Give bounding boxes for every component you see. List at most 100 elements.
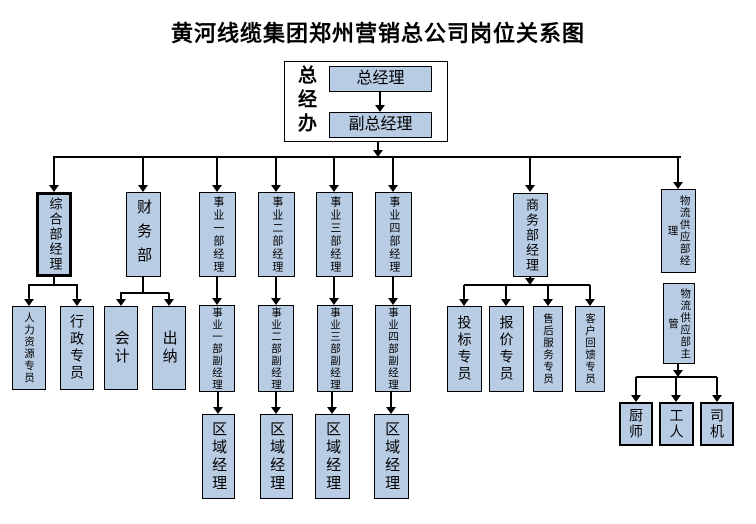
node-customer-feedback-specialist-label: 客户回馈专员	[584, 313, 597, 385]
connector-bu1-deputy-arrowhead	[212, 298, 222, 305]
node-accountant[interactable]: 会计	[104, 306, 138, 390]
node-cook[interactable]: 厨师	[619, 402, 653, 446]
node-deputy-general-manager[interactable]: 副总经理	[329, 112, 432, 138]
node-business-unit-2-manager[interactable]: 事业二部经理	[258, 192, 295, 277]
connector-logistics-worker-drop	[675, 377, 677, 395]
connector-commerce-drop-1-arrowhead	[459, 299, 469, 306]
connector-logistics-worker-arrowhead	[671, 395, 681, 402]
node-hr-specialist[interactable]: 人力资源专员	[12, 306, 46, 390]
node-logistics-dept-manager-label: 物流供应部经理	[666, 195, 691, 267]
connector-drop-bu1	[216, 157, 218, 185]
node-aftersales-specialist[interactable]: 售后服务专员	[533, 306, 563, 392]
connector-logistics-driver-drop	[716, 377, 718, 395]
node-finance-dept[interactable]: 财务部	[126, 192, 161, 277]
node-commerce-dept-manager[interactable]: 商务部经理	[513, 193, 548, 277]
connector-drop-bu2	[275, 157, 277, 185]
node-business-unit-1-manager[interactable]: 事业一部经理	[199, 192, 236, 277]
connector-commerce-drop-2	[505, 285, 507, 299]
node-regional-manager-2[interactable]: 区域经理	[260, 414, 293, 499]
node-deputy-general-manager-label: 副总经理	[348, 115, 413, 133]
connector-commerce-drop-3	[547, 285, 549, 299]
node-commerce-dept-manager-label: 商务部经理	[523, 197, 539, 273]
node-quotation-specialist-label: 报价专员	[498, 315, 515, 383]
connector-drop-bu2-arrowhead	[271, 185, 281, 192]
node-finance-dept-label: 财务部	[135, 198, 153, 271]
connector-admin-hr-drop	[28, 285, 30, 299]
node-regional-manager-1-label: 区域经理	[210, 420, 228, 493]
connector-bu4-regional-drop	[390, 392, 392, 407]
connector-logistics-driver-arrowhead	[712, 395, 722, 402]
connector-bu3-regional-drop	[331, 392, 333, 407]
executive-office-label: 总经办	[295, 65, 316, 137]
node-admin-dept-manager[interactable]: 综合部经理	[36, 192, 72, 277]
connector-commerce-drop-4	[589, 285, 591, 299]
connector-drop-bu4	[392, 157, 394, 185]
node-business-unit-4-manager-label: 事业四部经理	[387, 195, 400, 274]
node-worker[interactable]: 工人	[659, 402, 694, 446]
connector-admin-adm-drop	[76, 285, 78, 299]
connector-drop-logistics-arrowhead	[673, 182, 683, 189]
connector-drop-bu3-arrowhead	[329, 185, 339, 192]
node-hr-specialist-label: 人力资源专员	[23, 312, 36, 384]
node-business-unit-3-manager[interactable]: 事业三部经理	[316, 192, 353, 277]
node-regional-manager-3-label: 区域经理	[324, 420, 342, 493]
connector-bu2-regional-arrowhead	[271, 407, 281, 414]
connector-commerce-branch-rail	[464, 284, 590, 286]
node-bidding-specialist[interactable]: 投标专员	[447, 306, 482, 392]
node-business-unit-4-deputy-manager[interactable]: 事业四部副经理	[375, 305, 411, 392]
connector-drop-bu3	[333, 157, 335, 185]
connector-bu1-regional-drop	[217, 392, 219, 407]
node-cashier[interactable]: 出纳	[152, 306, 186, 390]
connector-drop-bu1-arrowhead	[212, 185, 222, 192]
connector-logistics-stub	[677, 364, 679, 371]
connector-commerce-drop-2-arrowhead	[501, 299, 511, 306]
node-regional-manager-2-label: 区域经理	[268, 420, 286, 493]
node-general-manager[interactable]: 总经理	[329, 66, 432, 92]
connector-admin-hr-arrowhead	[24, 299, 34, 306]
connector-drop-bu4-arrowhead	[388, 185, 398, 192]
node-business-unit-2-deputy-manager[interactable]: 事业二部副经理	[258, 305, 294, 392]
connector-commerce-branch-arrowhead	[525, 278, 535, 285]
connector-bu2-deputy-arrowhead	[271, 298, 281, 305]
connector-finance-cash-drop	[168, 293, 170, 299]
connector-bu1-regional-arrowhead	[213, 407, 223, 414]
node-cook-label: 厨师	[628, 408, 645, 440]
node-regional-manager-3[interactable]: 区域经理	[315, 414, 350, 499]
connector-gm-dgm-arrowhead	[375, 105, 385, 112]
node-admin-specialist[interactable]: 行政专员	[60, 306, 94, 390]
connector-logistics-cook-drop	[635, 377, 637, 395]
connector-bu4-regional-arrowhead	[386, 407, 396, 414]
connector-trunk-arrowhead	[373, 150, 383, 157]
node-regional-manager-1[interactable]: 区域经理	[202, 414, 235, 499]
connector-drop-admin-arrowhead	[49, 185, 59, 192]
node-aftersales-specialist-label: 售后服务专员	[542, 313, 555, 385]
node-business-unit-3-deputy-manager[interactable]: 事业三部副经理	[317, 305, 353, 392]
node-logistics-dept-manager[interactable]: 物流供应部经理	[661, 189, 696, 273]
connector-drop-commerce	[529, 157, 531, 185]
node-accountant-label: 会计	[112, 330, 130, 366]
node-business-unit-1-deputy-manager[interactable]: 事业一部副经理	[199, 305, 235, 392]
connector-logistics-cook-arrowhead	[631, 395, 641, 402]
node-driver-label: 司机	[709, 408, 726, 440]
node-logistics-supervisor[interactable]: 物流供应部主管	[663, 283, 695, 364]
connector-drop-logistics	[677, 157, 679, 182]
node-customer-feedback-specialist[interactable]: 客户回馈专员	[575, 306, 605, 392]
node-regional-manager-4-label: 区域经理	[383, 420, 401, 493]
node-general-manager-label: 总经理	[356, 69, 405, 87]
connector-finance-acct-drop	[120, 293, 122, 299]
node-business-unit-2-manager-label: 事业二部经理	[270, 195, 283, 274]
node-worker-label: 工人	[668, 408, 685, 440]
connector-bu2-regional-drop	[275, 392, 277, 407]
node-business-unit-4-deputy-manager-label: 事业四部副经理	[387, 306, 400, 391]
connector-drop-commerce-arrowhead	[525, 185, 535, 192]
connector-finance-branch-rail	[120, 292, 169, 294]
connector-bu3-regional-arrowhead	[327, 407, 337, 414]
node-regional-manager-4[interactable]: 区域经理	[374, 414, 409, 499]
connector-bu4-deputy-drop	[392, 277, 394, 298]
node-cashier-label: 出纳	[160, 330, 178, 366]
node-driver[interactable]: 司机	[700, 402, 734, 446]
node-bidding-specialist-label: 投标专员	[456, 315, 473, 383]
node-business-unit-4-manager[interactable]: 事业四部经理	[375, 192, 412, 277]
node-quotation-specialist[interactable]: 报价专员	[489, 306, 524, 392]
